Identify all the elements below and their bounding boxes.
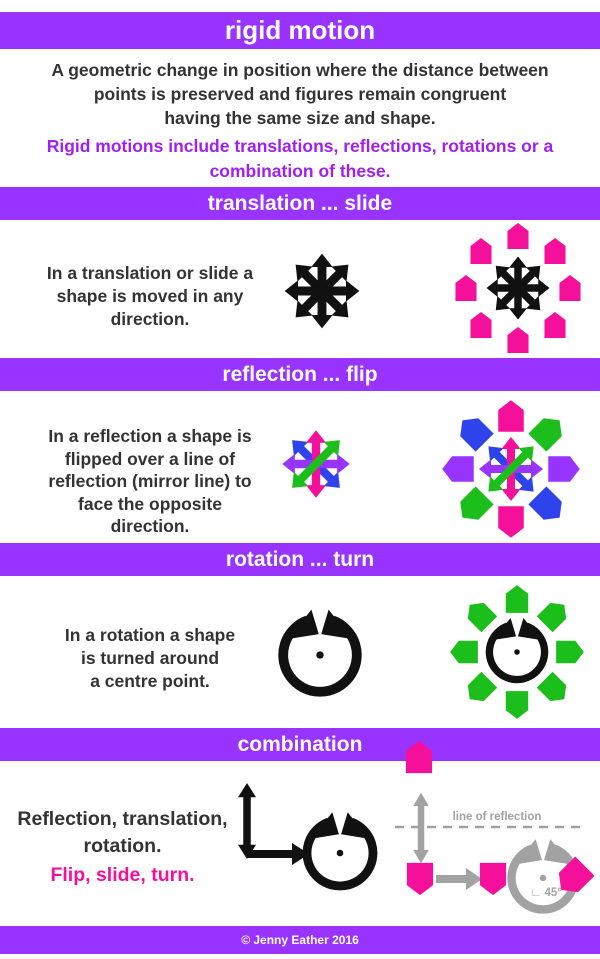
angle-45-label: ∟ 45° (530, 887, 562, 899)
definition-purple-line: combination of these. (209, 161, 391, 181)
combination-text-line: rotation. (83, 835, 162, 857)
rotation-text-line: a centre point. (90, 671, 210, 691)
translation-text-line: direction. (110, 309, 190, 329)
reflection-text-line: reflection (mirror line) to (48, 471, 252, 491)
rotation-text-line: is turned around (80, 648, 220, 668)
section-header-reflection: reflection ... flip (0, 358, 600, 391)
rotation-illustration (450, 585, 584, 719)
section-header-rotation: rotation ... turn (0, 543, 600, 576)
reflection-text-line: direction. (110, 516, 190, 536)
copyright-footer: © Jenny Eather 2016 (0, 926, 600, 954)
definition-purple-line: Rigid motions include translations, refl… (46, 136, 554, 156)
eight-direction-arrows-icon (282, 251, 362, 331)
reflection-illustration (442, 400, 580, 538)
combination-text-line: Reflection, translation, (17, 808, 228, 830)
rotation-circle-icon (274, 609, 366, 701)
reflection-text-line: face the opposite (78, 493, 222, 514)
section-header-translation: translation ... slide (0, 187, 600, 220)
definition-line: points is preserved and figures remain c… (93, 84, 507, 104)
translate-right-arrow (436, 868, 482, 890)
page-title: rigid motion (0, 12, 600, 49)
reflection-text-line: flipped over a line of (64, 448, 236, 469)
translation-illustration (455, 222, 581, 354)
definition-line: having the same size and shape. (164, 108, 436, 128)
combination-pink-line: Flip, slide, turn. (50, 864, 195, 886)
reflection-text-line: In a reflection a shape is (48, 426, 252, 446)
translation-text-line: In a translation or slide a (46, 263, 254, 283)
line-of-reflection-label: line of reflection (452, 811, 542, 823)
combination-illustration (395, 740, 595, 915)
rotation-text-line: In a rotation a shape (64, 625, 236, 645)
definition-line: A geometric change in position where the… (51, 60, 549, 80)
combination-move-icon (238, 783, 380, 888)
translation-text-line: shape is moved in any (56, 286, 244, 306)
reflection-axes-arrows-icon (276, 424, 356, 504)
section-header-combination: combination (0, 728, 600, 761)
